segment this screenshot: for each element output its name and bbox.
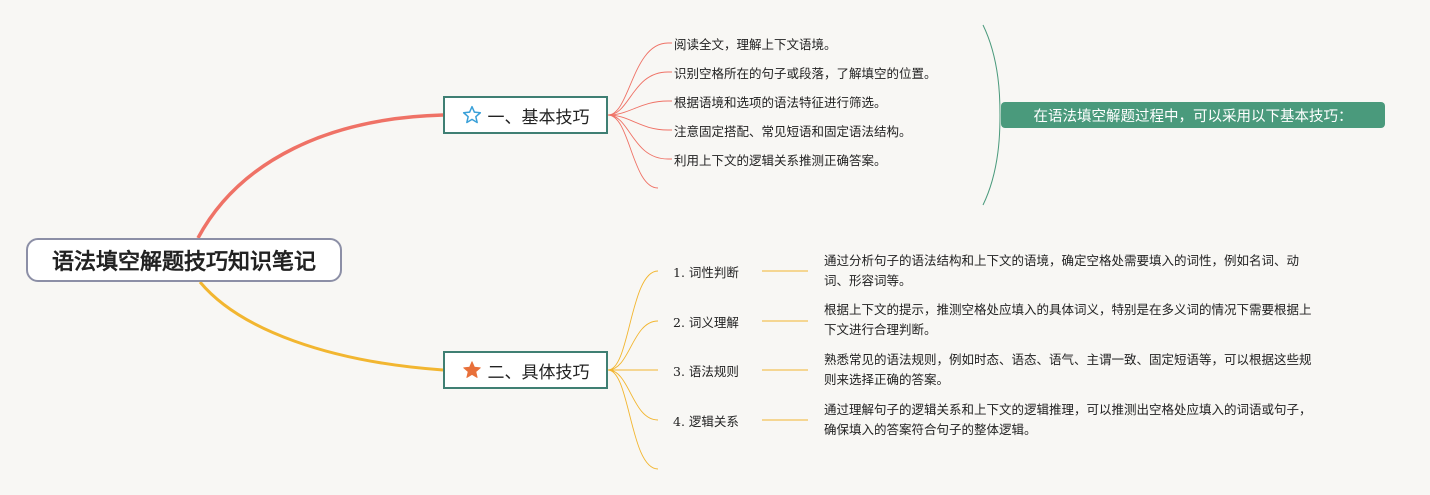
technique-item[interactable]: 1. 词性判断: [673, 265, 739, 280]
item-desc-connectors: [762, 270, 808, 421]
technique-description: 熟悉常见的语法规则，例如时态、语态、语气、主谓一致、固定短语等，可以根据这些规则…: [824, 352, 1312, 387]
technique-item[interactable]: 4. 逻辑关系: [673, 414, 739, 429]
branch-basic-techniques[interactable]: 一、基本技巧: [443, 96, 608, 134]
connector-root-branch1: [196, 113, 444, 239]
branch1-leaf-connectors: [607, 42, 672, 189]
technique-description: 通过分析句子的语法结构和上下文的语境，确定空格处需要填入的词性，例如名词、动词、…: [824, 253, 1300, 288]
branch-label: 一、基本技巧: [487, 107, 590, 128]
branch2-leaf-connectors: [607, 270, 659, 470]
list-item[interactable]: 利用上下文的逻辑关系推测正确答案。: [674, 153, 887, 168]
list-item[interactable]: 识别空格所在的句子或段落，了解填空的位置。: [674, 66, 937, 81]
technique-item[interactable]: 2. 词义理解: [673, 315, 739, 330]
technique-description: 根据上下文的提示，推测空格处应填入的具体词义，特别是在多义词的情况下需要根据上下…: [824, 302, 1312, 337]
list-item[interactable]: 注意固定搭配、常见短语和固定语法结构。: [674, 124, 912, 139]
star-outline-icon: [462, 105, 481, 124]
branch-specific-techniques[interactable]: 二、具体技巧: [443, 351, 608, 389]
technique-description: 通过理解句子的逻辑关系和上下文的逻辑推理，可以推测出空格处应填入的词语或句子，确…: [824, 402, 1312, 437]
star-filled-icon: [462, 361, 481, 378]
summary-brace: [982, 24, 1001, 206]
branch-label: 二、具体技巧: [487, 362, 590, 383]
root-title: 语法填空解题技巧知识笔记: [51, 250, 316, 275]
summary-note[interactable]: 在语法填空解题过程中，可以采用以下基本技巧：: [1001, 102, 1385, 128]
list-item[interactable]: 根据语境和选项的语法特征进行筛选。: [674, 95, 887, 110]
list-item[interactable]: 阅读全文，理解上下文语境。: [674, 37, 837, 52]
technique-item[interactable]: 3. 语法规则: [673, 364, 739, 379]
summary-text: 在语法填空解题过程中，可以采用以下基本技巧：: [1033, 108, 1353, 125]
root-topic[interactable]: 语法填空解题技巧知识笔记: [26, 238, 342, 282]
connector-root-branch2: [198, 281, 444, 372]
